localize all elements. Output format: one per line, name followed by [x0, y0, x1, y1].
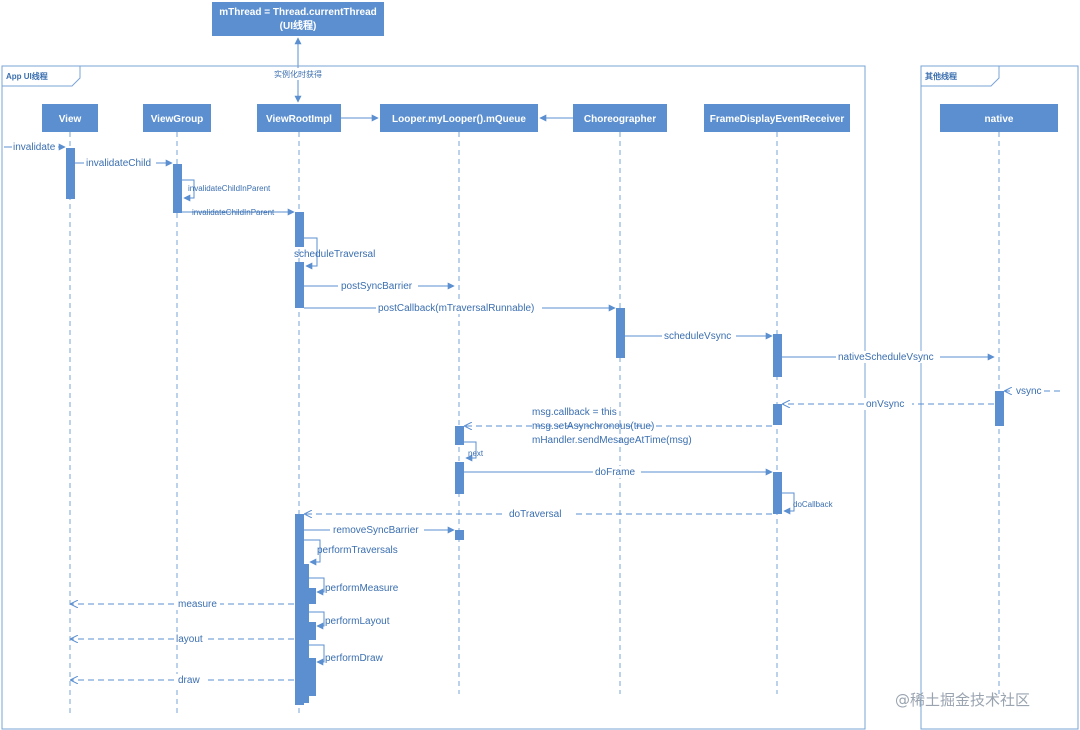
- label-schedule-vsync: scheduleVsync: [664, 331, 731, 342]
- label-on-vsync: onVsync: [866, 399, 904, 410]
- label-invalidate: invalidate: [13, 142, 56, 153]
- msg-self-perform-layout: [309, 611, 325, 630]
- label-msg-callback: msg.callback = this: [532, 407, 617, 418]
- other-thread-frame: 其他线程: [920, 65, 1079, 730]
- label-schedule-traversal: scheduleTraversal: [294, 249, 375, 260]
- lifeline-viewgroup: ViewGroup: [143, 104, 211, 132]
- label-perform-layout: performLayout: [325, 616, 390, 627]
- msg-self-invalidate-child-in-parent: [182, 179, 195, 202]
- thread-note-line1: mThread = Thread.currentThread: [219, 7, 377, 18]
- lifeline-native: native: [940, 104, 1058, 132]
- label-remove-sync-barrier: removeSyncBarrier: [333, 525, 419, 536]
- msg-self-perform-traversals: [304, 539, 321, 566]
- lifeline-mqueue: Looper.myLooper().mQueue: [380, 104, 538, 132]
- label-invalidate-child-in-parent-self: invalidateChildInParent: [188, 184, 271, 193]
- lifeline-viewrootimpl: ViewRootImpl: [257, 104, 341, 132]
- msg-self-next: [464, 441, 477, 462]
- lifeline-viewgroup-label: ViewGroup: [151, 114, 204, 125]
- watermark: @稀土掘金技术社区: [895, 691, 1030, 709]
- lifeline-choreographer-label: Choreographer: [584, 114, 656, 125]
- label-next: next: [468, 449, 484, 458]
- label-invalidate-child-in-parent: invalidateChildInParent: [192, 208, 275, 217]
- label-do-traversal: doTraversal: [509, 509, 561, 520]
- msg-self-perform-draw: [309, 644, 325, 666]
- instantiate-label: 实例化时获得: [274, 69, 322, 79]
- lifeline-framedisplayeventreceiver: FrameDisplayEventReceiver: [704, 104, 850, 132]
- msg-self-perform-measure: [309, 577, 325, 596]
- lifeline-viewrootimpl-label: ViewRootImpl: [266, 114, 332, 125]
- other-thread-frame-title: 其他线程: [925, 71, 957, 81]
- lifeline-framedisplayeventreceiver-label: FrameDisplayEventReceiver: [710, 114, 845, 125]
- label-perform-traversals: performTraversals: [317, 545, 398, 556]
- thread-note-line2: (UI线程): [280, 19, 317, 32]
- activation-bars: [66, 148, 1004, 705]
- label-draw: draw: [178, 675, 200, 686]
- label-native-schedule-vsync: nativeScheduleVsync: [838, 352, 934, 363]
- msg-self-schedule-traversal: [304, 237, 318, 270]
- thread-note: mThread = Thread.currentThread (UI线程): [212, 2, 384, 36]
- label-measure: measure: [178, 599, 217, 610]
- label-layout: layout: [176, 634, 203, 645]
- lifeline-mqueue-label: Looper.myLooper().mQueue: [392, 114, 526, 125]
- label-post-callback: postCallback(mTraversalRunnable): [378, 303, 534, 314]
- msg-self-do-callback: [782, 492, 795, 515]
- label-do-frame: doFrame: [595, 467, 635, 478]
- label-perform-draw: performDraw: [325, 653, 384, 664]
- label-perform-measure: performMeasure: [325, 583, 399, 594]
- app-ui-frame-title: App UI线程: [6, 71, 48, 81]
- label-do-callback: doCallback: [793, 500, 834, 509]
- lifeline-view: View: [42, 104, 98, 132]
- lifeline-choreographer: Choreographer: [573, 104, 667, 132]
- lifeline-view-label: View: [59, 114, 82, 125]
- message-labels: invalidate invalidateChild invalidateChi…: [13, 142, 1042, 686]
- label-post-sync-barrier: postSyncBarrier: [341, 281, 413, 292]
- app-ui-frame: App UI线程: [1, 65, 866, 730]
- label-send-message-at-time: mHandler.sendMesageAtTime(msg): [532, 435, 692, 446]
- label-invalidate-child: invalidateChild: [86, 158, 151, 169]
- lifeline-native-label: native: [985, 114, 1014, 125]
- label-vsync: vsync: [1016, 386, 1042, 397]
- label-msg-set-async: msg.setAsynchronous(true): [532, 421, 654, 432]
